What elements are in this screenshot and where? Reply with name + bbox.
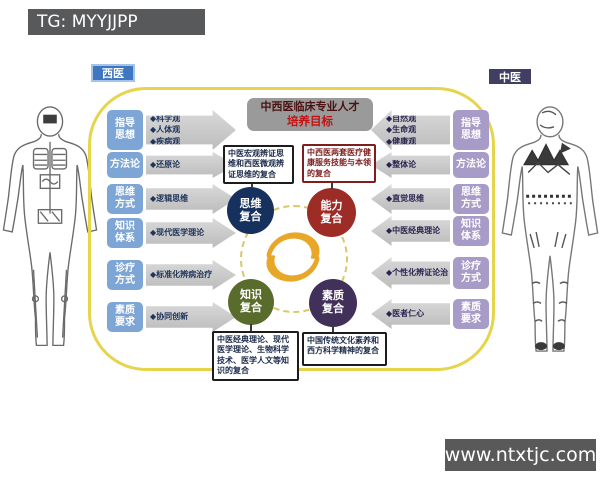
note-thinking-composite: 中医宏观辨证思维和西医微观辨证思维的复合 bbox=[223, 145, 294, 185]
arrow-right-icon: ◆逻辑思维 bbox=[146, 184, 236, 214]
row-label: 知识 体系 bbox=[107, 218, 143, 248]
bullet-item: ◆整体论 bbox=[386, 160, 417, 170]
row-label: 知识 体系 bbox=[453, 216, 489, 246]
arrow-left-icon: ◆个性化辨证论治 bbox=[371, 257, 450, 289]
site-watermark: www.ntxtjc.com bbox=[445, 439, 596, 471]
tcm-landscape-figure bbox=[500, 105, 600, 363]
row-label: 思维 方式 bbox=[453, 184, 489, 214]
title-line2: 培养目标 bbox=[287, 114, 333, 129]
row-label: 方法论 bbox=[453, 152, 489, 178]
east-row-thinking-mode: ◆直觉思维 思维 方式 bbox=[371, 184, 489, 214]
arrow-right-icon: ◆标准化辨病治疗 bbox=[146, 260, 236, 290]
east-row-quality-requirement: ◆医者仁心 素质 要求 bbox=[371, 299, 489, 329]
bullet-item: ◆科学观 bbox=[150, 114, 181, 124]
bullet-item: ◆医者仁心 bbox=[386, 309, 425, 319]
quality-composite-circle: 素质 复合 bbox=[309, 279, 357, 327]
east-row-methodology: ◆整体论 方法论 bbox=[371, 152, 489, 178]
bullet-item: ◆个性化辨证论治 bbox=[386, 268, 449, 278]
note-knowledge-composite: 中医经典理论、现代医学理论、生物科学技术、医学人文等知识的复合 bbox=[212, 331, 299, 381]
bullet-item: ◆中医经典理论 bbox=[386, 226, 441, 236]
bullet-item: ◆人体观 bbox=[150, 125, 181, 135]
east-row-knowledge-system: ◆中医经典理论 知识 体系 bbox=[371, 216, 489, 246]
bullet-item: ◆生命观 bbox=[386, 125, 417, 135]
arrow-left-icon: ◆直觉思维 bbox=[371, 184, 450, 214]
west-row-thinking-mode: 思维 方式 ◆逻辑思维 bbox=[107, 184, 236, 214]
arrow-left-icon: ◆整体论 bbox=[371, 152, 450, 178]
row-label: 诊疗 方式 bbox=[453, 257, 489, 289]
arrow-left-icon: ◆医者仁心 bbox=[371, 299, 450, 329]
hands-emblem-icon bbox=[260, 224, 326, 290]
bullet-item: ◆逻辑思维 bbox=[150, 194, 189, 204]
row-label: 素质 要求 bbox=[107, 302, 143, 332]
east-row-guiding-ideology: ◆自然观 ◆生命观 ◆健康观 指导 思想 bbox=[371, 110, 489, 150]
thinking-composite-circle: 思维 复合 bbox=[227, 187, 274, 234]
bullet-item: ◆自然观 bbox=[386, 114, 417, 124]
bullet-item: ◆现代医学理论 bbox=[150, 228, 205, 238]
knowledge-composite-circle: 知识 复合 bbox=[228, 279, 274, 325]
connector-line bbox=[250, 324, 252, 332]
western-anatomy-figure bbox=[0, 105, 100, 357]
row-label: 思维 方式 bbox=[107, 184, 143, 214]
row-label: 方法论 bbox=[107, 152, 143, 178]
arrow-right-icon: ◆现代医学理论 bbox=[146, 218, 236, 248]
west-row-knowledge-system: 知识 体系 ◆现代医学理论 bbox=[107, 218, 236, 248]
arrow-left-icon: ◆自然观 ◆生命观 ◆健康观 bbox=[371, 110, 450, 150]
bullet-item: ◆还原论 bbox=[150, 160, 181, 170]
arrow-right-icon: ◆协同创新 bbox=[146, 302, 236, 332]
row-label: 指导 思想 bbox=[107, 110, 143, 150]
dashed-ring bbox=[240, 205, 348, 313]
bullet-item: ◆直觉思维 bbox=[386, 194, 425, 204]
west-row-diagnosis-mode: 诊疗 方式 ◆标准化辨病治疗 bbox=[107, 260, 236, 290]
west-row-quality-requirement: 素质 要求 ◆协同创新 bbox=[107, 302, 236, 332]
row-label: 素质 要求 bbox=[453, 299, 489, 329]
diagram-title: 中西医临床专业人才 培养目标 bbox=[247, 98, 373, 131]
west-row-methodology: 方法论 ◆还原论 bbox=[107, 152, 236, 178]
connector-line bbox=[332, 326, 334, 333]
note-quality-composite: 中国传统文化素养和西方科学精神的复合 bbox=[302, 332, 387, 366]
bullet-item: ◆标准化辨病治疗 bbox=[150, 270, 213, 280]
arrow-left-icon: ◆中医经典理论 bbox=[371, 216, 450, 246]
connector-line bbox=[331, 180, 333, 189]
west-row-guiding-ideology: 指导 思想 ◆科学观 ◆人体观 ◆疾病观 bbox=[107, 110, 236, 150]
bullet-item: ◆协同创新 bbox=[150, 312, 189, 322]
ability-composite-circle: 能力 复合 bbox=[307, 188, 356, 237]
note-ability-composite: 中西医两套医疗健康服务技能与本领的复合 bbox=[302, 144, 376, 184]
east-row-diagnosis-mode: ◆个性化辨证论治 诊疗 方式 bbox=[371, 257, 489, 289]
bullet-item: ◆疾病观 bbox=[150, 136, 181, 146]
row-label: 诊疗 方式 bbox=[107, 260, 143, 290]
row-label: 指导 思想 bbox=[453, 110, 489, 150]
tg-banner: TG: MYYJJPP bbox=[28, 9, 205, 35]
bullet-item: ◆健康观 bbox=[386, 136, 417, 146]
title-line1: 中西医临床专业人才 bbox=[260, 100, 360, 114]
east-medicine-label: 中医 bbox=[489, 69, 531, 84]
west-medicine-label: 西医 bbox=[91, 64, 135, 82]
arrow-right-icon: ◆科学观 ◆人体观 ◆疾病观 bbox=[146, 110, 236, 150]
